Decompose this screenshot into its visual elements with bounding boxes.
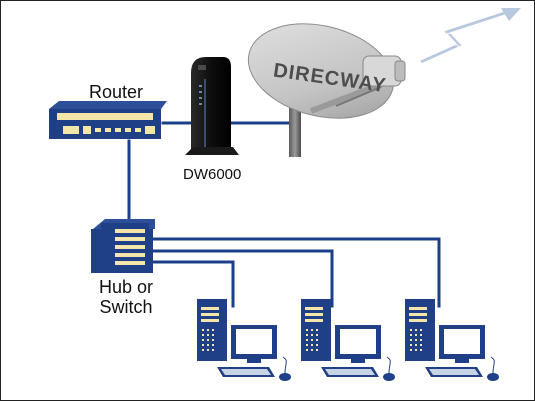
hub-switch-label: Hub or Switch [99,277,153,317]
satellite-signal-bolt-icon [420,8,521,65]
computer-icon [300,298,396,382]
router-label: Router [89,82,144,102]
modem-label: DW6000 [183,166,242,183]
satellite-dish-icon: DIRECWAY [247,23,406,157]
hub-label-line-1: Hub or [99,277,154,297]
router-icon [49,101,167,139]
modem-icon [185,57,239,155]
computer-icon [404,298,500,382]
hub-label-line-2: Switch [99,297,153,317]
hub-switch-icon [91,219,155,273]
network-cables [127,121,441,308]
computer-icon [196,298,292,382]
